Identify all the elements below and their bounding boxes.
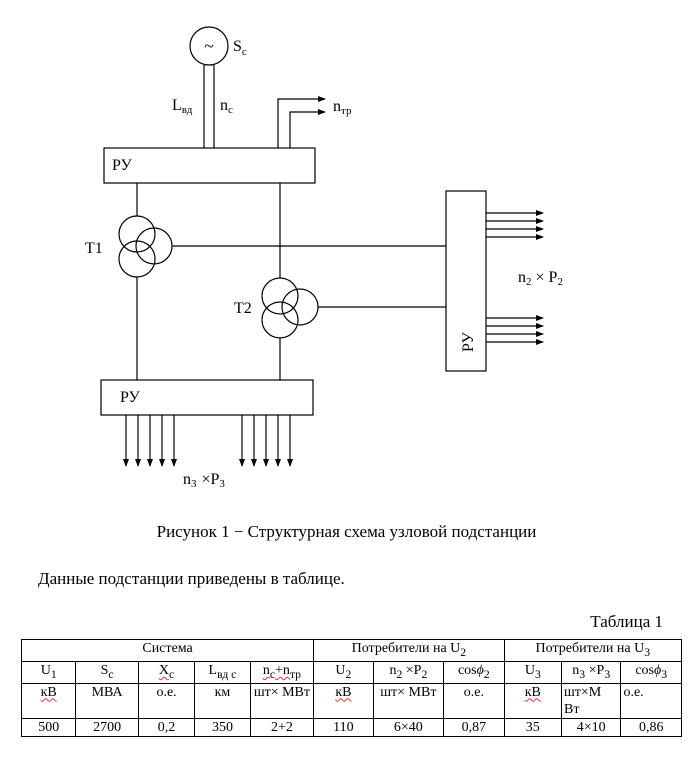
value-cell: 500 bbox=[20, 717, 77, 737]
header-lvd: Lвд с bbox=[194, 660, 251, 684]
line-length-label: Lвд bbox=[172, 97, 193, 116]
header-u1: U1 bbox=[20, 660, 77, 684]
unit-cell: о.е. bbox=[443, 682, 505, 719]
load2-label: n2×P2 bbox=[518, 269, 563, 288]
unit-cell: кВ bbox=[503, 682, 563, 719]
header-cos3: cosϕ3 bbox=[620, 660, 682, 684]
intro-paragraph: Данные подстанции приведены в таблице. bbox=[38, 569, 345, 588]
unit-cell: о.е. bbox=[620, 682, 682, 719]
source-label: Sc bbox=[233, 38, 247, 58]
group-consumers-u3: Потребители на U3 bbox=[503, 639, 683, 662]
header-nc-ntr: nc+nтр bbox=[249, 660, 315, 684]
table-units-row: кВ МВА о.е. км шт× МВт кВ шт× МВт о.е. к… bbox=[20, 682, 682, 719]
unit-cell: о.е. bbox=[137, 682, 196, 719]
value-cell: 110 bbox=[313, 717, 374, 737]
t1-label: T1 bbox=[85, 240, 103, 257]
ru-top-box bbox=[103, 147, 316, 184]
table-title: Таблица 1 bbox=[590, 612, 663, 631]
table-values-row: 500 2700 0,2 350 2+2 110 6×40 0,87 35 4×… bbox=[20, 717, 682, 737]
unit-cell: шт×М Вт bbox=[560, 682, 622, 719]
group-system: Система bbox=[20, 639, 315, 662]
value-cell: 2+2 bbox=[249, 717, 315, 737]
header-sc: Sc bbox=[75, 660, 139, 684]
value-cell: 0,2 bbox=[137, 717, 196, 737]
table-group-row: Система Потребители на U2 Потребители на… bbox=[20, 639, 683, 662]
t2-winding-1 bbox=[261, 277, 299, 315]
header-n3p3: n3 ×P3 bbox=[560, 660, 622, 684]
group-consumers-u2: Потребители на U2 bbox=[313, 639, 505, 662]
header-n2p2: n2 ×P2 bbox=[372, 660, 445, 684]
substation-data-table: Система Потребители на U2 Потребители на… bbox=[20, 639, 683, 737]
substation-diagram: ~ Sc Lвд nc nтр РУ РУ РУ T1 T2 n2×P2 n3×… bbox=[85, 26, 563, 490]
header-u2: U2 bbox=[313, 660, 374, 684]
unit-cell: шт× МВт bbox=[249, 682, 315, 719]
ru-top-label: РУ bbox=[112, 157, 133, 174]
ru-right-box bbox=[445, 190, 487, 372]
value-cell: 350 bbox=[194, 717, 251, 737]
table-header-row: U1 Sc Xc Lвд с nc+nтр U2 n2 ×P2 cosϕ2 U3… bbox=[20, 660, 682, 684]
unit-cell: кВ bbox=[20, 682, 77, 719]
unit-cell: шт× МВт bbox=[372, 682, 445, 719]
ntr-label: nтр bbox=[333, 98, 352, 117]
ru-bottom-box bbox=[100, 379, 314, 416]
load3-label: n3×P3 bbox=[183, 471, 225, 490]
t2-winding-2 bbox=[281, 288, 319, 326]
figure-caption: Рисунок 1 − Структурная схема узловой по… bbox=[156, 522, 537, 541]
ru-bottom-label: РУ bbox=[120, 389, 141, 406]
header-cos2: cosϕ2 bbox=[443, 660, 505, 684]
value-cell: 35 bbox=[503, 717, 563, 737]
unit-cell: кВ bbox=[313, 682, 374, 719]
t1-winding-3 bbox=[118, 240, 156, 278]
value-cell: 2700 bbox=[75, 717, 139, 737]
header-u3: U3 bbox=[503, 660, 563, 684]
value-cell: 4×10 bbox=[560, 717, 622, 737]
value-cell: 0,87 bbox=[443, 717, 505, 737]
unit-cell: МВА bbox=[75, 682, 139, 719]
ru-right-label: РУ bbox=[460, 332, 477, 353]
t2-label: T2 bbox=[234, 300, 252, 317]
generator-symbol bbox=[189, 26, 229, 66]
value-cell: 0,86 bbox=[620, 717, 682, 737]
generator-tilde: ~ bbox=[204, 36, 214, 56]
header-xc: Xc bbox=[137, 660, 196, 684]
t1-winding-2 bbox=[135, 227, 173, 265]
t2-winding-3 bbox=[261, 301, 299, 339]
value-cell: 6×40 bbox=[372, 717, 445, 737]
nc-label: nc bbox=[220, 97, 233, 116]
unit-cell: км bbox=[194, 682, 251, 719]
